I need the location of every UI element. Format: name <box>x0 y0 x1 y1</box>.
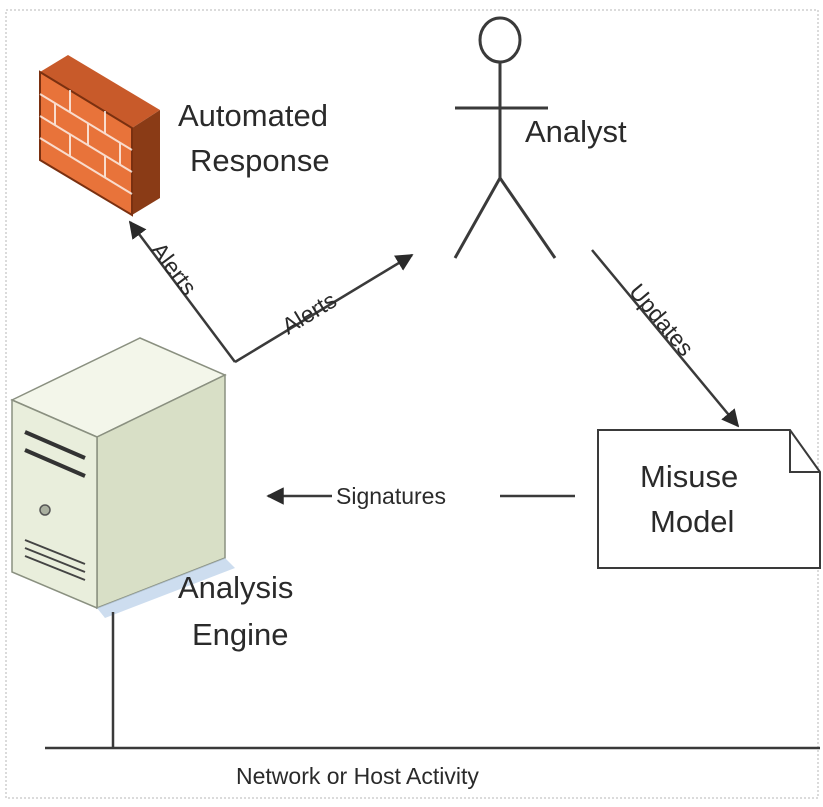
diagram-frame <box>5 9 819 799</box>
misuse-model-label-1: Misuse <box>640 459 738 494</box>
updates-arrow <box>591 249 740 428</box>
document-icon <box>597 429 821 569</box>
analysis-engine-label-1: Analysis <box>178 570 293 605</box>
alerts-to-response-label: Alerts <box>146 237 202 300</box>
alerts-to-analyst-label: Alerts <box>277 287 341 340</box>
analysis-engine-label-2: Engine <box>192 617 289 652</box>
server-tower-icon <box>10 337 235 618</box>
alerts-to-analyst-arrow <box>234 253 414 364</box>
stick-figure-icon <box>453 16 557 259</box>
alerts-to-response-arrow <box>128 220 236 363</box>
misuse-model-label-2: Model <box>650 504 734 539</box>
automated-response-label-2: Response <box>190 143 330 178</box>
signatures-label-bg <box>332 480 500 510</box>
analyst-label: Analyst <box>525 114 627 149</box>
network-activity-label: Network or Host Activity <box>236 763 479 789</box>
automated-response-label-1: Automated <box>178 98 328 133</box>
updates-label: Updates <box>624 279 699 361</box>
signatures-label: Signatures <box>336 483 446 509</box>
firewall-icon <box>39 55 160 217</box>
